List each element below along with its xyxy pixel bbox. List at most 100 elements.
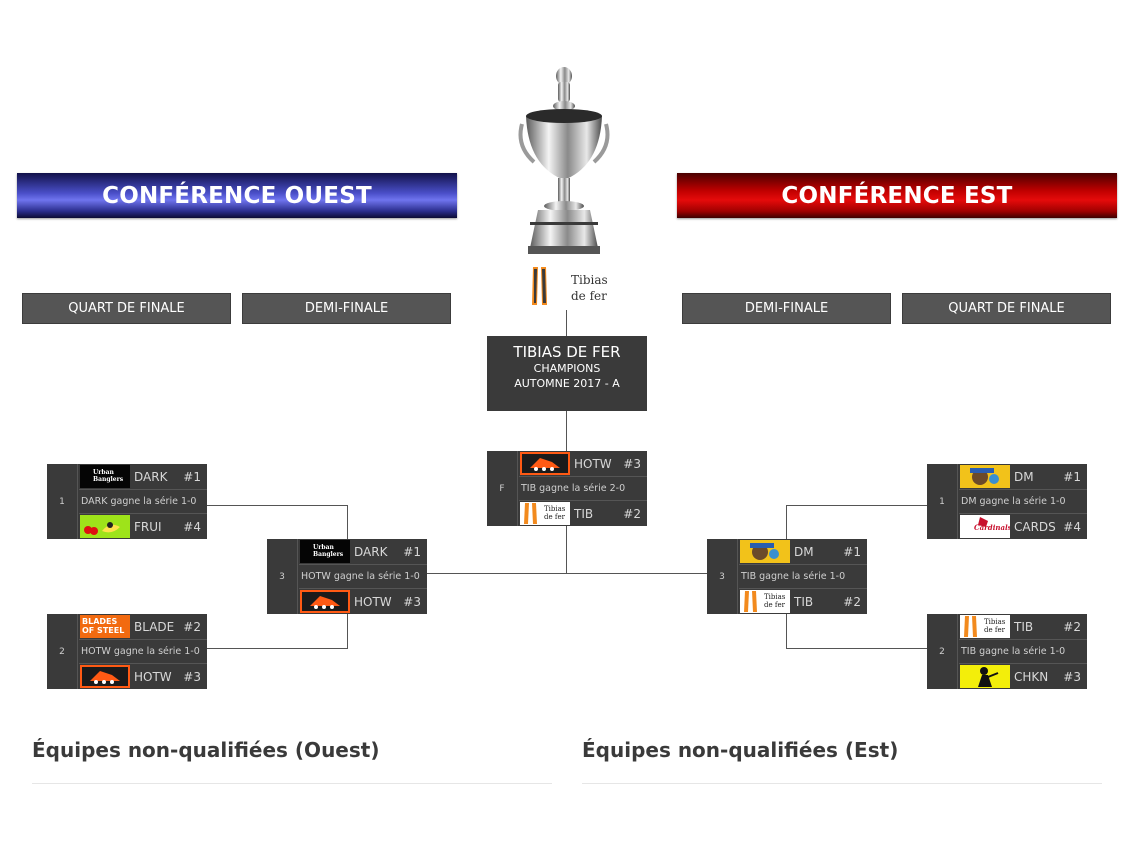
series-result: TIB gagne la série 1-0 [739,564,867,589]
match-seed: 2 [927,614,958,689]
team-abbr: HOTW [574,456,612,471]
team-rank: #3 [403,594,421,609]
team-rank: #2 [623,506,641,521]
east-quarterfinal-header: QUART DE FINALE [902,293,1111,324]
bird-icon [978,517,988,527]
series-result: TIB gagne la série 1-0 [959,639,1087,664]
tibias-de-fer-logo: Tibias de fer [527,265,611,309]
match-west-quarter-2[interactable]: 2 BLADES OF STEEL BLADE #2 HOTW gagne la… [47,614,207,689]
team-logo-dark: Urban Banglers [300,540,350,563]
team-abbr: DARK [134,469,168,484]
team-logo-dark: Urban Banglers [80,465,130,488]
connector-line [566,310,567,336]
fruit-icon [84,522,120,535]
match-west-quarter-1[interactable]: 1 Urban Banglers DARK #1 DARK gagne la s… [47,464,207,539]
team-rank: #1 [1063,469,1081,484]
team-logo-tib: Tibias de fer [960,615,1010,638]
team-abbr: FRUI [134,519,162,534]
team-row[interactable]: Cardinals CARDS #4 [959,514,1087,539]
champion-box: TIBIAS DE FER CHAMPIONS AUTOMNE 2017 - A [487,336,647,411]
connector-line [566,525,567,574]
team-abbr: HOTW [134,669,172,684]
team-row[interactable]: HOTW #3 [519,451,647,476]
match-seed: F [487,451,518,526]
team-abbr: TIB [574,506,594,521]
match-seed: 1 [927,464,958,539]
team-rank: #2 [183,619,201,634]
match-east-quarter-2[interactable]: 2 Tibias de fer TIB #2 TIB gagne la séri… [927,614,1087,689]
team-row[interactable]: Urban Banglers DARK #1 [299,539,427,564]
connector-line [786,505,927,506]
team-abbr: TIB [1014,619,1034,634]
team-abbr: BLADE [134,619,175,634]
team-row[interactable]: HOTW #3 [79,664,207,689]
logo-text: BLADES OF STEEL [82,617,125,635]
team-rank: #3 [1063,669,1081,684]
logo-text: Urban Banglers [93,469,124,483]
team-rank: #2 [843,594,861,609]
match-east-quarter-1[interactable]: 1 DM #1 DM gagne la série 1-0 Cardinals … [927,464,1087,539]
team-row[interactable]: DM #1 [959,464,1087,489]
west-non-qualified-heading: Équipes non-qualifiées (Ouest) [32,738,380,762]
team-rank: #4 [183,519,201,534]
west-conference-banner: CONFÉRENCE OUEST [17,173,457,218]
connector-line [427,573,707,574]
skate-icon [90,671,120,684]
team-row[interactable]: DM #1 [739,539,867,564]
team-abbr: HOTW [354,594,392,609]
team-abbr: TIB [794,594,814,609]
team-rank: #1 [183,469,201,484]
team-abbr: DARK [354,544,388,559]
logo-text: Tibias de fer [544,505,566,521]
connector-line [786,505,787,539]
champion-season: AUTOMNE 2017 - A [514,377,620,390]
match-seed: 2 [47,614,78,689]
trophy-icon [518,67,610,254]
match-seed: 1 [47,464,78,539]
logo-text: Tibias de fer [764,593,786,609]
team-row[interactable]: HOTW #3 [299,589,427,614]
team-logo-tib: Tibias de fer [520,502,570,525]
team-row[interactable]: Tibias de fer TIB #2 [519,501,647,526]
logo-text-line1: Tibias [571,273,608,287]
team-rank: #1 [403,544,421,559]
match-seed: 3 [707,539,738,614]
logo-text-line2: de fer [571,289,607,303]
connector-line [347,505,348,539]
match-west-semi[interactable]: 3 Urban Banglers DARK #1 HOTW gagne la s… [267,539,427,614]
skate-icon [310,596,340,609]
team-logo-cards: Cardinals [960,515,1010,538]
divider [582,783,1102,784]
connector-line [207,505,348,506]
team-logo-hotw [80,665,130,688]
connector-line [207,648,348,649]
connector-line [347,614,348,648]
team-row[interactable]: FRUI #4 [79,514,207,539]
shin-guard-icon [524,503,537,524]
match-east-semi[interactable]: 3 DM #1 TIB gagne la série 1-0 Tibias de… [707,539,867,614]
shin-guard-icon [744,591,757,612]
team-row[interactable]: CHKN #3 [959,664,1087,689]
team-abbr: DM [794,544,814,559]
champion-name: TIBIAS DE FER [513,343,621,361]
team-logo-blade: BLADES OF STEEL [80,615,130,638]
team-rank: #2 [1063,619,1081,634]
team-logo-hotw [300,590,350,613]
team-row[interactable]: BLADES OF STEEL BLADE #2 [79,614,207,639]
west-quarterfinal-header: QUART DE FINALE [22,293,231,324]
team-logo-tib: Tibias de fer [740,590,790,613]
mascot-icon [750,543,779,560]
team-logo-dm [960,465,1010,488]
east-non-qualified-heading: Équipes non-qualifiées (Est) [582,738,899,762]
series-result: HOTW gagne la série 1-0 [79,639,207,664]
match-seed: 3 [267,539,298,614]
match-final[interactable]: F HOTW #3 TIB gagne la série 2-0 Tibias … [487,451,647,526]
logo-text: Tibias de fer [984,618,1006,634]
connector-line [566,411,567,451]
series-result: DM gagne la série 1-0 [959,489,1087,514]
team-row[interactable]: Tibias de fer TIB #2 [739,589,867,614]
connector-line [786,648,927,649]
team-row[interactable]: Urban Banglers DARK #1 [79,464,207,489]
team-logo-dm [740,540,790,563]
team-row[interactable]: Tibias de fer TIB #2 [959,614,1087,639]
